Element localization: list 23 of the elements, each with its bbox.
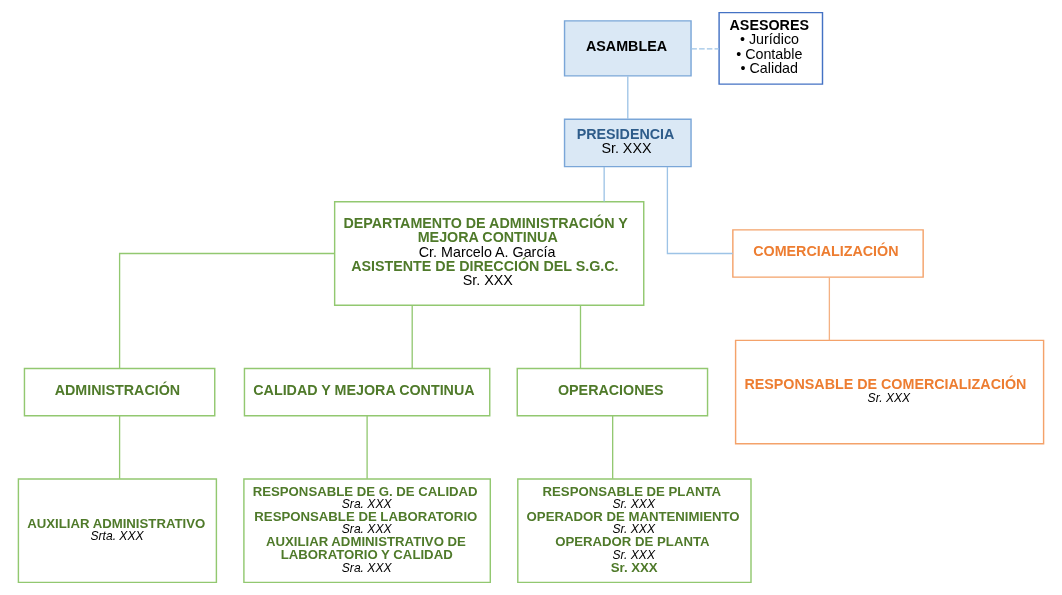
connector	[612, 415, 614, 480]
connector	[690, 48, 720, 50]
node-box: OPERACIONES	[516, 367, 709, 417]
node-box: COMERCIALIZACIÓN	[732, 229, 924, 278]
connector	[411, 304, 413, 369]
connector	[603, 166, 605, 203]
node-box: AUXILIAR ADMINISTRATIVO Srta. XXX	[17, 478, 218, 584]
node-box: RESPONSABLE DE PLANTA Sr. XXX OPERADOR DE MANTENIMIENTO Sr. XXX OPERADOR DE PLANTA Sr. XXX Sr. XXX	[517, 478, 752, 584]
connector	[627, 75, 629, 120]
node-box: ASAMBLEA	[563, 20, 692, 77]
node-box: PRESIDENCIA Sr. XXX	[563, 118, 692, 168]
node-box: RESPONSABLE DE COMERCIALIZACIÓN Sr. XXX	[734, 339, 1045, 445]
node-box: ADMINISTRACIÓN	[23, 367, 216, 417]
connector	[579, 304, 582, 369]
connector	[828, 276, 831, 341]
node-box: DEPARTAMENTO DE ADMINISTRACIÓN Y MEJORA CONTINUA Cr. Marcelo A. García ASISTENTE DE DIRECCIÓN DEL S.G.C. Sr. XXX	[333, 201, 645, 306]
node-box: RESPONSABLE DE G. DE CALIDAD Sra. XXX RESPONSABLE DE LABORATORIO Sra. XXX AUXILIAR ADMINISTRATIVO DE LABORATORIO Y CALIDAD Sra. XXX	[243, 478, 491, 584]
connector	[666, 166, 734, 255]
node-box: CALIDAD Y MEJORA CONTINUA	[243, 367, 491, 417]
connector	[118, 252, 336, 369]
node-box: ASESORES • Jurídico • Contable • Calidad	[718, 11, 824, 85]
connector	[118, 415, 121, 480]
connector	[366, 415, 368, 480]
